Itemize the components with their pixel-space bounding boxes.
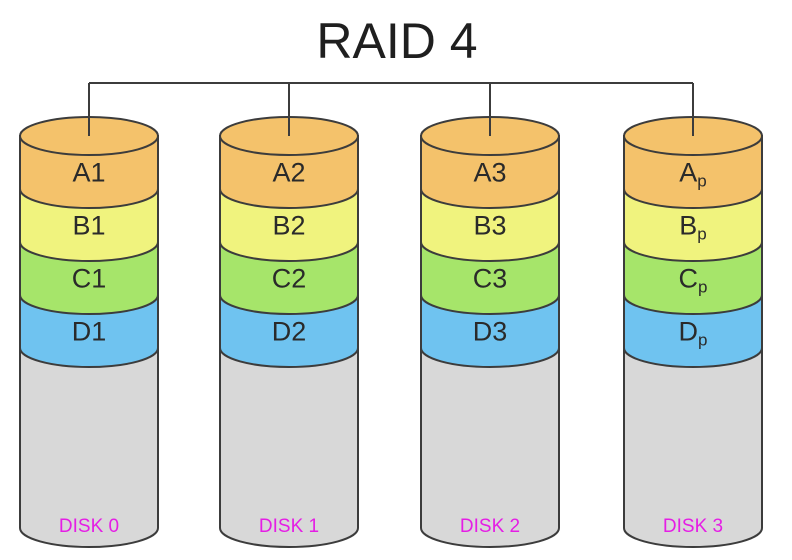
block-label: A1 — [72, 158, 105, 188]
block-letter: D — [72, 317, 92, 347]
block-index: 3 — [492, 317, 507, 347]
stripe-block-c — [623, 241, 763, 315]
block-letter: C — [473, 264, 493, 294]
block-label: D3 — [473, 317, 508, 347]
block-letter: D — [272, 317, 292, 347]
block-letter: B — [473, 211, 491, 241]
block-label: C2 — [272, 264, 307, 294]
stripe-block-c — [420, 241, 560, 315]
disk-empty-space — [623, 347, 763, 548]
disk-label: DISK 0 — [59, 516, 119, 537]
block-index: p — [697, 225, 706, 244]
stripe-block-d — [19, 294, 159, 368]
block-index: 1 — [91, 264, 106, 294]
block-label: Bp — [679, 211, 706, 244]
block-label: A2 — [272, 158, 305, 188]
block-index: 3 — [491, 211, 506, 241]
block-letter: A — [473, 158, 491, 188]
block-letter: B — [679, 211, 697, 241]
block-index: p — [698, 331, 707, 350]
stripe-block-c — [219, 241, 359, 315]
block-letter: A — [679, 158, 697, 188]
block-letter: D — [473, 317, 493, 347]
disk-empty-space — [420, 347, 560, 548]
block-label: B1 — [72, 211, 105, 241]
block-label: B3 — [473, 211, 506, 241]
disk-empty-space — [219, 347, 359, 548]
block-index: 2 — [291, 264, 306, 294]
stripe-block-b — [420, 188, 560, 262]
block-letter: B — [72, 211, 90, 241]
block-label: Ap — [679, 158, 706, 191]
stripe-block-c — [19, 241, 159, 315]
block-letter: B — [272, 211, 290, 241]
stripe-block-d — [219, 294, 359, 368]
stripe-block-b — [623, 188, 763, 262]
stripe-block-a — [623, 135, 763, 209]
block-index: 1 — [91, 317, 106, 347]
block-label: B2 — [272, 211, 305, 241]
block-index: p — [697, 172, 706, 191]
disk-empty-space — [19, 347, 159, 548]
disk-label: DISK 2 — [460, 516, 520, 537]
stripe-block-d — [623, 294, 763, 368]
stripe-block-a — [219, 135, 359, 209]
stripe-block-b — [219, 188, 359, 262]
block-index: 1 — [90, 211, 105, 241]
stripe-block-a — [420, 135, 560, 209]
block-letter: C — [72, 264, 92, 294]
block-label: D2 — [272, 317, 307, 347]
block-index: 2 — [290, 158, 305, 188]
block-index: 1 — [90, 158, 105, 188]
block-letter: A — [72, 158, 90, 188]
block-letter: C — [272, 264, 292, 294]
stripe-block-a — [19, 135, 159, 209]
block-letter: A — [272, 158, 290, 188]
stripe-block-d — [420, 294, 560, 368]
block-label: C1 — [72, 264, 107, 294]
block-label: A3 — [473, 158, 506, 188]
block-letter: C — [679, 264, 699, 294]
block-label: D1 — [72, 317, 107, 347]
stripe-block-b — [19, 188, 159, 262]
disk-label: DISK 1 — [259, 516, 319, 537]
diagram-title: RAID 4 — [316, 13, 477, 69]
block-label: Cp — [679, 264, 708, 297]
block-index: 3 — [491, 158, 506, 188]
block-letter: D — [679, 317, 699, 347]
block-index: p — [698, 278, 707, 297]
block-index: 3 — [492, 264, 507, 294]
block-index: 2 — [290, 211, 305, 241]
disk-label: DISK 3 — [663, 516, 723, 537]
block-label: Dp — [679, 317, 708, 350]
block-label: C3 — [473, 264, 508, 294]
block-index: 2 — [291, 317, 306, 347]
